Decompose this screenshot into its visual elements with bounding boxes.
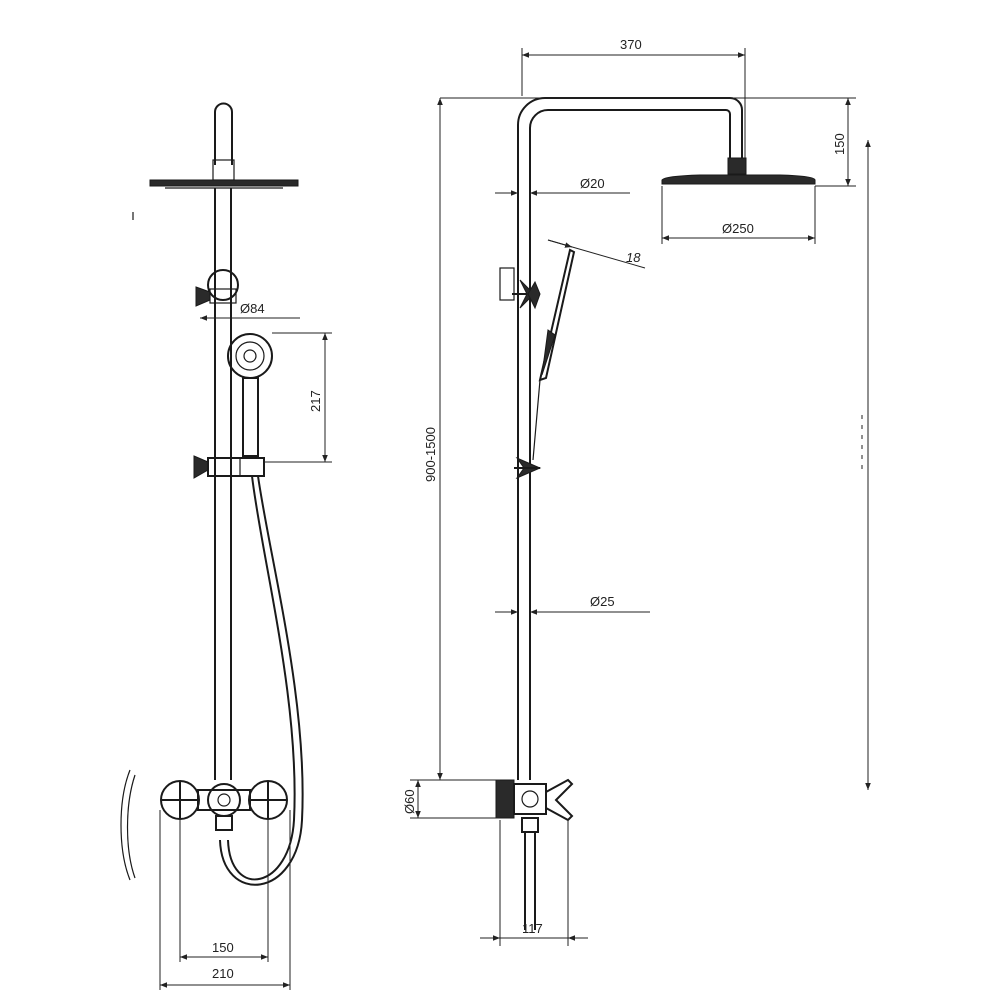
dim-label: Ø60 bbox=[402, 789, 417, 814]
dim-mixer-widths: 150 210 bbox=[159, 810, 291, 990]
dim-mixer-projection: 117 bbox=[480, 820, 588, 946]
side-handshower bbox=[532, 248, 576, 461]
front-wall-arc bbox=[120, 212, 136, 881]
dim-handshower-height: 217 bbox=[264, 332, 332, 463]
dim-head-diameter: Ø250 bbox=[661, 186, 816, 244]
dim-head-drop: 150 bbox=[440, 97, 856, 187]
dim-handshower-angle: 18 bbox=[547, 239, 646, 269]
front-shower-head bbox=[149, 179, 299, 189]
dim-label: Ø250 bbox=[722, 221, 754, 236]
front-wall-bracket bbox=[195, 269, 239, 307]
dim-riser-diameter: Ø25 bbox=[495, 594, 650, 615]
dim-label: Ø25 bbox=[590, 594, 615, 609]
dim-label: 150 bbox=[832, 133, 847, 155]
dim-label: 150 bbox=[212, 940, 234, 955]
dim-label: 217 bbox=[308, 390, 323, 412]
side-shower-arm bbox=[517, 97, 747, 780]
side-mixer bbox=[495, 778, 574, 930]
front-riser bbox=[214, 188, 232, 780]
dim-label: 900-1500 bbox=[423, 427, 438, 482]
front-mixer bbox=[160, 780, 288, 831]
dim-mixer-diameter: Ø60 bbox=[402, 779, 500, 819]
dim-height-range: 900-1500 bbox=[423, 98, 871, 790]
side-wall-bracket bbox=[499, 267, 541, 310]
front-view: Ø84 217 150 210 bbox=[120, 102, 332, 990]
dim-label: 210 bbox=[212, 966, 234, 981]
front-shower-arm bbox=[212, 102, 235, 181]
dim-label: Ø84 bbox=[240, 301, 265, 316]
front-hose bbox=[219, 475, 304, 886]
side-view: 370 150 Ø20 Ø250 18 Ø25 bbox=[402, 37, 871, 946]
front-slider bbox=[193, 455, 265, 479]
dim-arm-reach: 370 bbox=[521, 37, 746, 158]
front-handshower bbox=[227, 333, 273, 457]
dim-label: 18 bbox=[626, 250, 641, 265]
dim-arm-diameter: Ø20 bbox=[495, 176, 630, 196]
dim-handshower-diameter: Ø84 bbox=[200, 301, 300, 321]
dim-label: 370 bbox=[620, 37, 642, 52]
side-shower-head bbox=[661, 174, 816, 185]
dim-label: Ø20 bbox=[580, 176, 605, 191]
dim-label: 117 bbox=[522, 921, 543, 936]
side-slider bbox=[514, 456, 542, 480]
